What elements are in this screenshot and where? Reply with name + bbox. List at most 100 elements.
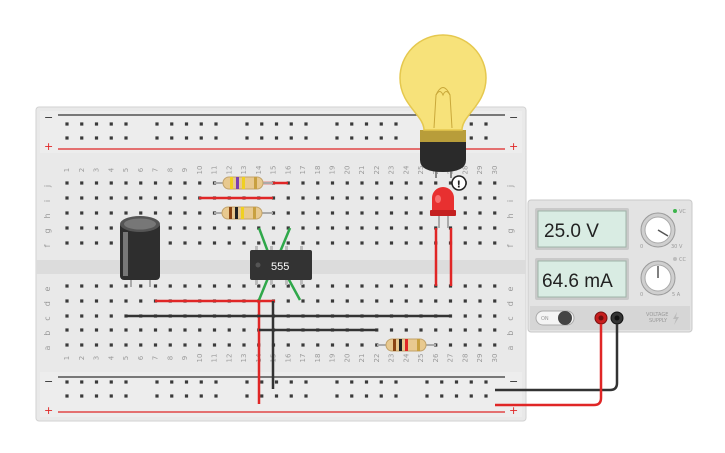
breadboard-hole[interactable]: [330, 196, 335, 200]
breadboard-hole[interactable]: [493, 211, 497, 215]
breadboard-hole[interactable]: [493, 299, 497, 303]
breadboard-hole[interactable]: [212, 226, 217, 230]
breadboard-hole[interactable]: [199, 380, 203, 384]
breadboard-hole[interactable]: [124, 394, 128, 398]
breadboard-hole[interactable]: [360, 211, 364, 215]
breadboard-hole[interactable]: [404, 211, 408, 215]
breadboard-hole[interactable]: [389, 328, 394, 332]
breadboard-hole[interactable]: [183, 343, 187, 347]
breadboard-hole[interactable]: [257, 241, 261, 245]
breadboard-hole[interactable]: [199, 136, 203, 140]
breadboard-hole[interactable]: [419, 241, 423, 245]
breadboard-hole[interactable]: [139, 284, 143, 288]
breadboard-hole[interactable]: [170, 394, 174, 398]
breadboard-hole[interactable]: [364, 136, 369, 140]
breadboard-hole[interactable]: [198, 226, 202, 230]
breadboard-hole[interactable]: [360, 284, 364, 288]
breadboard-hole[interactable]: [80, 226, 84, 230]
breadboard-hole[interactable]: [419, 299, 423, 303]
voltage-knob[interactable]: [640, 212, 676, 248]
breadboard-hole[interactable]: [360, 196, 364, 200]
breadboard-hole[interactable]: [379, 136, 383, 140]
board-wires[interactable]: [125, 181, 453, 404]
power-switch[interactable]: ON: [535, 310, 575, 326]
breadboard-hole[interactable]: [404, 226, 408, 230]
breadboard-hole[interactable]: [139, 211, 143, 215]
breadboard-hole[interactable]: [493, 314, 497, 318]
breadboard-hole[interactable]: [454, 380, 459, 384]
breadboard-hole[interactable]: [274, 394, 279, 398]
breadboard-hole[interactable]: [286, 299, 290, 303]
breadboard-hole[interactable]: [168, 196, 172, 200]
breadboard-hole[interactable]: [425, 380, 429, 384]
breadboard-hole[interactable]: [463, 299, 467, 303]
breadboard-hole[interactable]: [80, 136, 84, 140]
breadboard-hole[interactable]: [94, 196, 99, 200]
breadboard-hole[interactable]: [80, 394, 84, 398]
breadboard-hole[interactable]: [80, 211, 84, 215]
breadboard-hole[interactable]: [434, 299, 438, 303]
breadboard-hole[interactable]: [109, 328, 113, 332]
breadboard-hole[interactable]: [330, 299, 335, 303]
breadboard-hole[interactable]: [375, 226, 379, 230]
breadboard-hole[interactable]: [330, 343, 335, 347]
breadboard-hole[interactable]: [242, 226, 246, 230]
breadboard-hole[interactable]: [94, 343, 99, 347]
breadboard-hole[interactable]: [184, 122, 189, 126]
breadboard-hole[interactable]: [198, 343, 202, 347]
breadboard-hole[interactable]: [345, 226, 349, 230]
breadboard-hole[interactable]: [286, 196, 290, 200]
breadboard-hole[interactable]: [419, 196, 423, 200]
breadboard-hole[interactable]: [478, 299, 482, 303]
breadboard-hole[interactable]: [484, 394, 488, 398]
breadboard-hole[interactable]: [227, 284, 231, 288]
breadboard-hole[interactable]: [245, 122, 249, 126]
breadboard-hole[interactable]: [214, 122, 218, 126]
breadboard-hole[interactable]: [316, 181, 320, 185]
breadboard-hole[interactable]: [350, 122, 354, 126]
breadboard-hole[interactable]: [94, 211, 99, 215]
breadboard-hole[interactable]: [109, 241, 113, 245]
breadboard-hole[interactable]: [168, 211, 172, 215]
breadboard-hole[interactable]: [183, 284, 187, 288]
breadboard-hole[interactable]: [153, 196, 158, 200]
breadboard-hole[interactable]: [260, 136, 264, 140]
breadboard-hole[interactable]: [478, 314, 482, 318]
breadboard-hole[interactable]: [316, 299, 320, 303]
warning-badge[interactable]: !: [451, 175, 467, 191]
breadboard-hole[interactable]: [65, 211, 69, 215]
breadboard-hole[interactable]: [184, 394, 189, 398]
breadboard-hole[interactable]: [242, 328, 246, 332]
breadboard-hole[interactable]: [286, 343, 290, 347]
breadboard-hole[interactable]: [419, 211, 423, 215]
breadboard-hole[interactable]: [478, 284, 482, 288]
breadboard-hole[interactable]: [493, 343, 497, 347]
breadboard-hole[interactable]: [304, 122, 308, 126]
breadboard-hole[interactable]: [274, 122, 279, 126]
breadboard-hole[interactable]: [65, 196, 69, 200]
breadboard-hole[interactable]: [94, 380, 99, 384]
breadboard-hole[interactable]: [350, 136, 354, 140]
breadboard-hole[interactable]: [434, 181, 438, 185]
breadboard-hole[interactable]: [440, 394, 444, 398]
breadboard-hole[interactable]: [335, 136, 339, 140]
breadboard-hole[interactable]: [286, 241, 290, 245]
breadboard-hole[interactable]: [124, 196, 128, 200]
breadboard-hole[interactable]: [109, 211, 113, 215]
breadboard-hole[interactable]: [274, 136, 279, 140]
breadboard-hole[interactable]: [478, 226, 482, 230]
breadboard-hole[interactable]: [274, 380, 279, 384]
breadboard-hole[interactable]: [286, 181, 290, 185]
breadboard-hole[interactable]: [212, 343, 217, 347]
breadboard-hole[interactable]: [330, 211, 335, 215]
breadboard-hole[interactable]: [94, 122, 99, 126]
breadboard-hole[interactable]: [212, 241, 217, 245]
breadboard-hole[interactable]: [375, 211, 379, 215]
breadboard-hole[interactable]: [124, 343, 128, 347]
breadboard-hole[interactable]: [155, 136, 159, 140]
breadboard-hole[interactable]: [478, 328, 482, 332]
breadboard-hole[interactable]: [198, 241, 202, 245]
breadboard-hole[interactable]: [80, 299, 84, 303]
resistor-bottom[interactable]: [377, 338, 436, 352]
breadboard-hole[interactable]: [286, 211, 290, 215]
